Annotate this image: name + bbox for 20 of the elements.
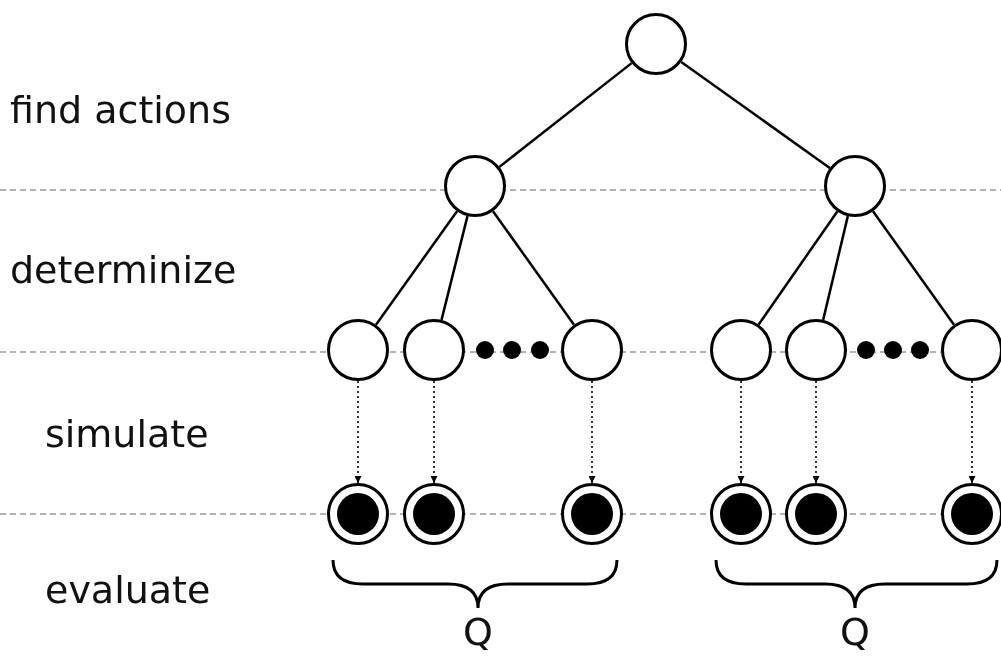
connector-line	[757, 210, 839, 326]
connector-line	[375, 210, 458, 326]
arrow	[737, 380, 745, 484]
connector-line	[440, 215, 469, 321]
stage-label: simulate	[45, 412, 209, 458]
arrow	[812, 380, 820, 484]
connector-line	[821, 215, 850, 321]
stage-label: find actions	[10, 88, 231, 134]
connector-line	[498, 62, 633, 168]
connector-line	[492, 210, 575, 326]
arrow	[354, 380, 362, 484]
connector-line	[680, 61, 831, 169]
brace-label: Q	[463, 610, 493, 656]
brace-label: Q	[840, 610, 870, 656]
stage-label: determinize	[10, 248, 237, 294]
arrow	[968, 380, 976, 484]
connector-line	[872, 210, 955, 326]
arrow	[430, 380, 438, 484]
stage-label: evaluate	[45, 568, 211, 614]
arrow	[588, 380, 596, 484]
